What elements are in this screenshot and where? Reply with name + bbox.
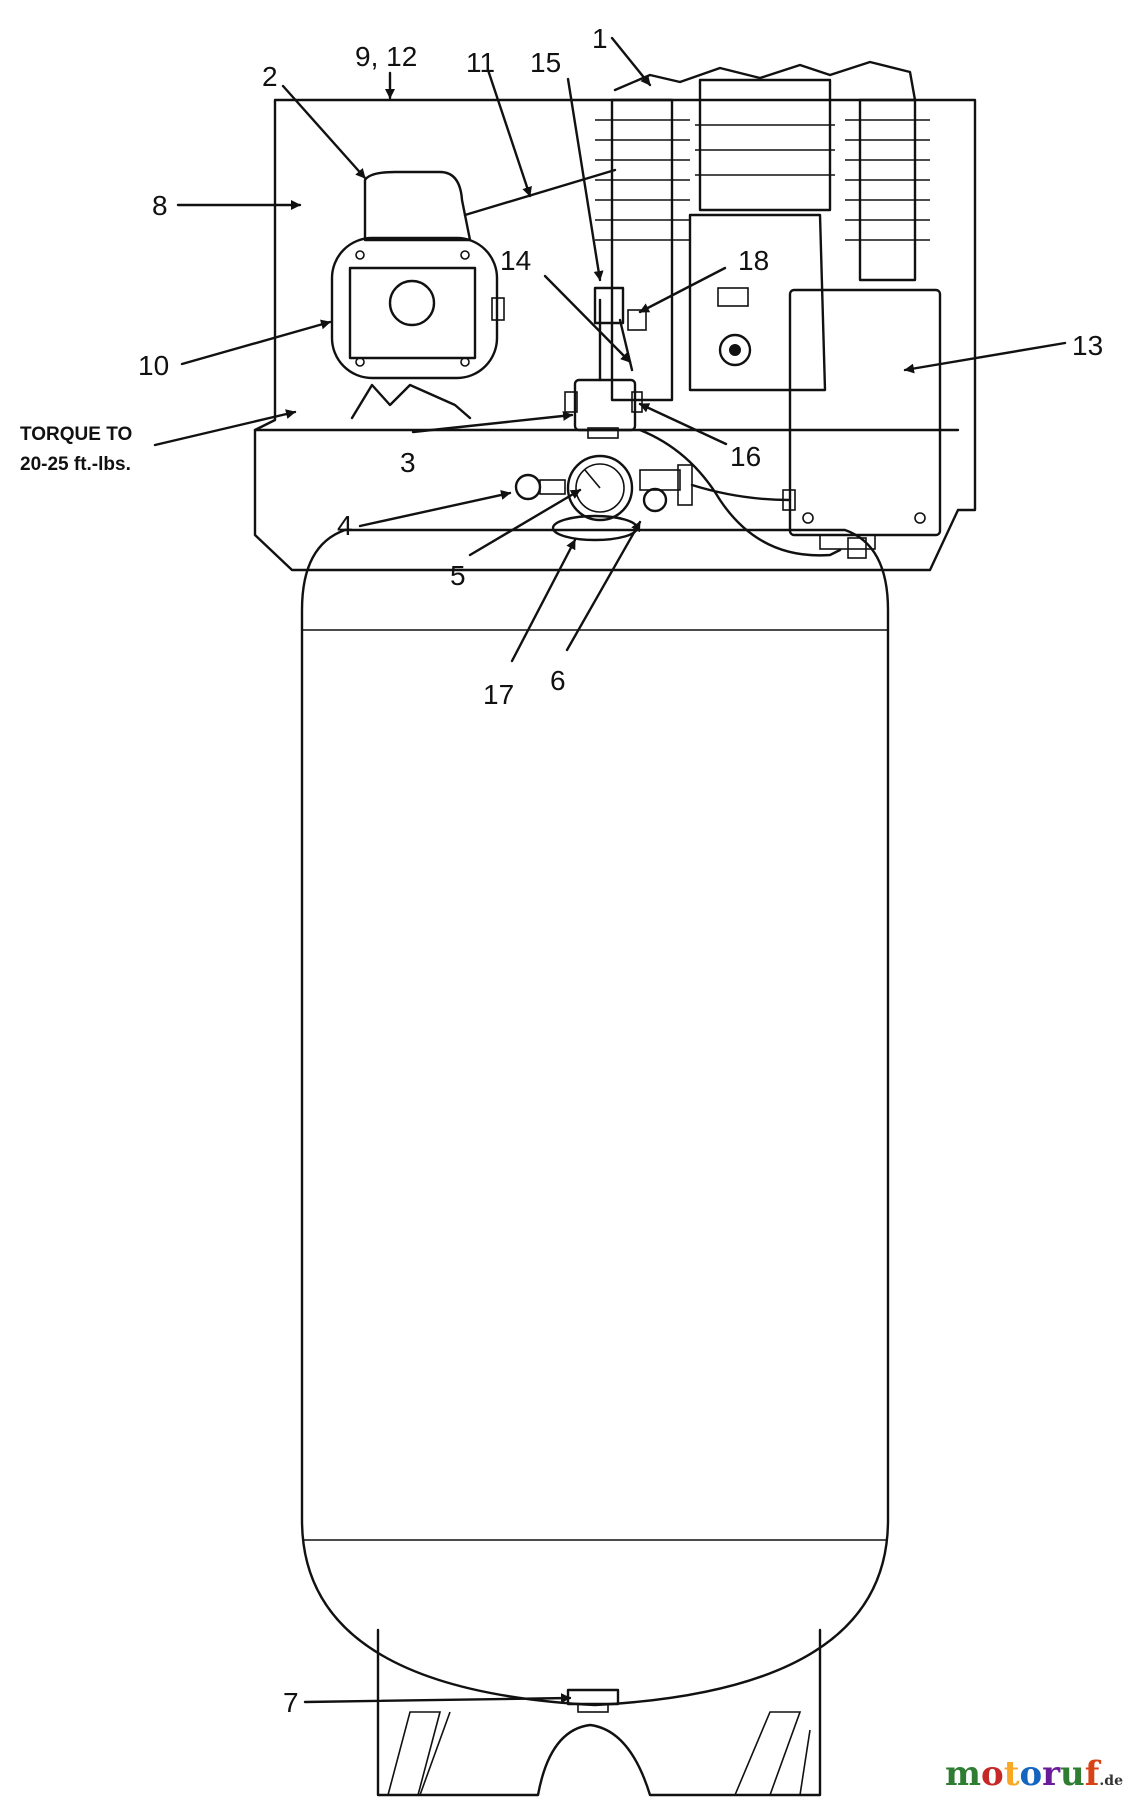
callout-8: 8 [152, 190, 168, 221]
pressure-gauge [566, 454, 634, 522]
compressor-pump [595, 60, 930, 402]
watermark-letter: u [1060, 1754, 1085, 1794]
watermark-letter: o [981, 1754, 1004, 1794]
watermark-letter: r [1042, 1754, 1061, 1794]
callout-18: 18 [738, 245, 769, 276]
callout-7: 7 [283, 1687, 299, 1718]
belt [463, 168, 617, 217]
watermark-suffix: .de [1099, 1773, 1123, 1789]
outlet-hose [690, 483, 792, 502]
discharge-tube [638, 428, 842, 557]
watermark-letter: m [945, 1754, 982, 1794]
electrical-box [788, 288, 942, 559]
callout-14: 14 [500, 245, 531, 276]
callout-6: 6 [550, 665, 566, 696]
watermark-letter: t [1003, 1754, 1020, 1794]
callout-15: 15 [530, 47, 561, 78]
pressure-switch [564, 378, 643, 439]
drain-valve [566, 1688, 620, 1713]
callout-13: 13 [1072, 330, 1103, 361]
service-valve [639, 464, 693, 513]
callout-11: 11 [466, 47, 495, 78]
tank-base-legs [376, 1628, 822, 1797]
torque-note-line2: 20-25 ft.-lbs. [20, 454, 131, 475]
air-tank [300, 528, 890, 1707]
callout-17: 17 [483, 679, 514, 710]
watermark-letter: f [1084, 1754, 1100, 1794]
motor [330, 170, 505, 420]
cooling-fins [595, 99, 930, 241]
safety-valve [514, 473, 566, 501]
callout-10: 10 [138, 350, 169, 381]
watermark-letter: o [1019, 1754, 1043, 1794]
callout-9-12: 9, 12 [355, 41, 417, 72]
motoruf-watermark: motoruf.de [945, 1754, 1123, 1794]
torque-note-line1: TORQUE TO [20, 424, 132, 445]
callout-16: 16 [730, 441, 761, 472]
callout-5: 5 [450, 560, 466, 591]
callout-3: 3 [400, 447, 416, 478]
callout-2: 2 [262, 61, 278, 92]
callout-leaders [153, 36, 1067, 1704]
callout-1: 1 [592, 23, 608, 54]
callout-4: 4 [337, 510, 353, 541]
